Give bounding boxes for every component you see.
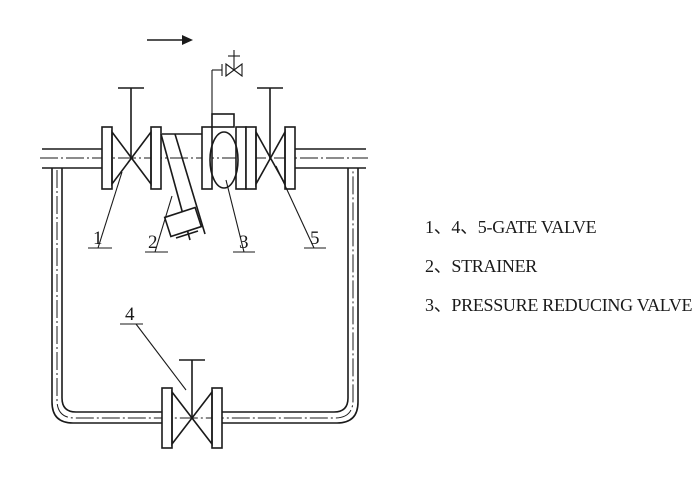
legend-item-pressure-reducing-valve: 3、PRESSURE REDUCING VALVE (425, 295, 693, 315)
callout-leaders (88, 165, 326, 391)
bypass-pipe (51, 168, 359, 424)
gate-valve-5 (245, 87, 296, 190)
strainer-2 (160, 133, 206, 241)
callout-5: 5 (310, 228, 320, 249)
callout-3: 3 (239, 232, 249, 253)
gate-valve-4 (161, 359, 223, 449)
legend: 1、4、5-GATE VALVE 2、STRAINER 3、PRESSURE R… (425, 213, 693, 330)
callout-2: 2 (148, 232, 158, 253)
callout-1: 1 (93, 228, 103, 249)
callout-4: 4 (125, 304, 135, 325)
flow-direction-arrow (147, 35, 193, 45)
gate-valve-1 (101, 87, 162, 190)
legend-item-strainer: 2、STRAINER (425, 256, 538, 276)
legend-item-gate-valve: 1、4、5-GATE VALVE (425, 217, 597, 237)
pressure-reducing-valve-3 (201, 50, 247, 190)
